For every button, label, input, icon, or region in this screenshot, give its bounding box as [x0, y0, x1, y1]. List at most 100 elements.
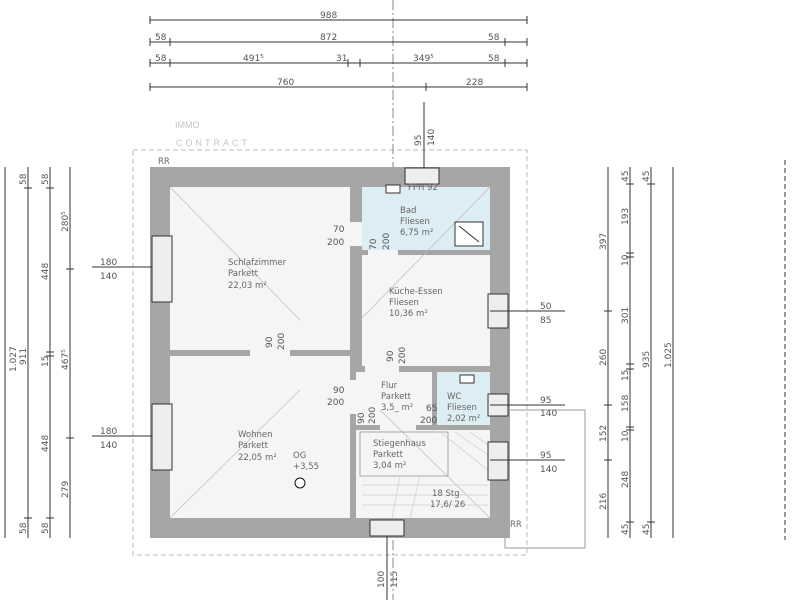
door-label-width: 70 — [333, 225, 345, 235]
rooms-5-name: WC — [447, 392, 461, 402]
dimensions-left-col2-2: 58 — [19, 522, 29, 534]
window-label-height: 115 — [390, 571, 400, 588]
rooms-0-floor: Parkett — [228, 269, 259, 279]
window-bad — [404, 167, 440, 185]
staircase — [359, 431, 489, 519]
dimensions-top-row3-3: 349⁵ — [413, 54, 434, 64]
dimensions-right-col2-5: 158 — [621, 395, 631, 412]
rooms-2-area: 10,36 m² — [389, 309, 428, 319]
window-stair-bottom — [369, 519, 405, 537]
window-label-width: 95 — [414, 135, 424, 146]
dimensions-top-row4-1: 228 — [466, 78, 483, 88]
dimensions-right-col2-6: 10 — [621, 430, 631, 442]
rooms-2-name: Küche-Essen — [389, 287, 443, 297]
roof-outline — [132, 149, 528, 556]
rooms-3-floor: Parkett — [238, 441, 269, 451]
rooms-0-area: 22,03 m² — [228, 281, 267, 291]
dimensions-top-row3-4: 58 — [488, 54, 500, 64]
level-name: OG — [293, 451, 306, 461]
window-stiegenhaus — [487, 441, 509, 481]
building — [150, 167, 510, 538]
window-label-height: 140 — [540, 465, 557, 475]
dimensions-right-col2-1: 193 — [621, 208, 631, 225]
door-label-width: 70 — [369, 238, 379, 250]
dimensions-top-row2-0: 58 — [155, 33, 167, 43]
window-label-height: 140 — [100, 272, 117, 282]
door-label-width: 90 — [357, 412, 367, 424]
window-label-width: 50 — [540, 302, 552, 312]
dimensions-top-row3-0: 58 — [155, 54, 167, 64]
dimensions-left-col4-1: 467⁵ — [61, 349, 71, 370]
dimensions-right-col2-4: 15 — [621, 370, 631, 381]
dimensions-right-col1-2: 152 — [599, 425, 609, 442]
door-label-width: 90 — [333, 386, 345, 396]
rr-label-top: RR — [158, 157, 170, 167]
dimensions-top-row2-1: 872 — [320, 33, 337, 43]
rooms-2-floor: Fliesen — [389, 298, 419, 308]
dimensions-top-row1-0: 988 — [320, 11, 337, 21]
window-wohnen — [151, 403, 173, 471]
rooms-6-name: Stiegenhaus — [373, 439, 426, 449]
dimensions-top-row2-2: 58 — [488, 33, 500, 43]
window-label-width: 180 — [100, 427, 117, 437]
stairs-ratio: 17,6/ 26 — [430, 500, 465, 510]
dimensions-left-col2-1: 911 — [19, 348, 29, 365]
rooms-4-floor: Parkett — [381, 392, 412, 402]
flur-wall — [350, 366, 490, 372]
dimensions-right-col2-2: 10 — [621, 254, 631, 266]
fph-label: FPH 92 — [408, 183, 438, 193]
dimensions-right-col1-0: 397 — [599, 233, 609, 250]
rooms-3-name: Wohnen — [238, 430, 273, 440]
window-label-width: 180 — [100, 258, 117, 268]
wc-washbasin-icon — [459, 374, 475, 384]
window-label-width: 95 — [540, 451, 551, 461]
door-label-height: 200 — [420, 416, 437, 426]
washbasin-icon — [385, 184, 401, 194]
dimensions-left-col4-0: 280⁵ — [61, 211, 71, 232]
rr-label-bottom: RR — [510, 520, 522, 530]
watermark-line2: CONTRACT — [176, 138, 250, 148]
door-label-height: 200 — [277, 333, 287, 350]
dimensions-left-col3-4: 58 — [41, 522, 51, 534]
dimensions-top-row4-0: 760 — [277, 78, 294, 88]
level-height: +3,55 — [293, 462, 319, 472]
dimensions-left-col3-0: 58 — [41, 173, 51, 185]
door-label-width: 90 — [386, 350, 396, 362]
dimension-left: 1.027 58 911 58 58 448 15 448 58 280⁵ 46… — [4, 167, 74, 538]
stairs-steps: 18 Stg — [432, 489, 460, 499]
rooms-6-area: 3,04 m² — [373, 461, 406, 471]
dimensions-right-col2-8: 45 — [621, 524, 631, 535]
door-label-width: 65 — [426, 404, 437, 414]
dimensions-left-col3-2: 15 — [41, 356, 51, 367]
rooms-1-area: 6,75 m² — [400, 228, 433, 238]
rooms-6-floor: Parkett — [373, 450, 404, 460]
dimensions-left-col3-3: 448 — [41, 435, 51, 452]
dimensions-top-row3-2: 31 — [336, 54, 347, 64]
window-label-width: 95 — [540, 396, 551, 406]
rooms-5-floor: Fliesen — [447, 403, 477, 413]
door-label-height: 200 — [327, 238, 344, 248]
wc-wall — [350, 425, 490, 430]
rooms-5-area: 2,02 m² — [447, 414, 480, 424]
rooms-1-floor: Fliesen — [400, 217, 430, 227]
door-label-height: 200 — [398, 347, 408, 364]
dimensions-right-col2-3: 301 — [621, 307, 631, 324]
door-label-height: 200 — [368, 407, 378, 424]
window-schlafzimmer — [151, 235, 173, 303]
rooms-4-area: 3,5_ m² — [381, 403, 413, 413]
dimension-top: 988 58 872 58 58 491⁵ 31 349⁵ 58 760 228 — [149, 11, 528, 91]
dimensions-left-col4-2: 279 — [61, 481, 71, 498]
door-label-width: 90 — [265, 336, 275, 348]
dimensions-left-col1-0: 1.027 — [9, 346, 19, 372]
dimensions-top-row3-1: 491⁵ — [243, 54, 264, 64]
stair-wall — [350, 372, 356, 518]
dimensions-left-col3-1: 448 — [41, 263, 51, 280]
